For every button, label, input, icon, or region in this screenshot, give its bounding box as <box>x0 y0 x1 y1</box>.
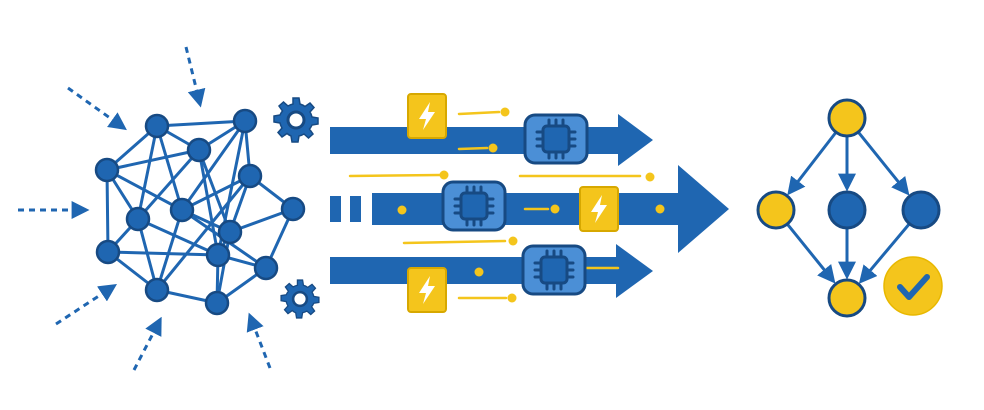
data-streams <box>330 93 729 313</box>
incoming-arrow <box>55 284 118 326</box>
mesh-edge <box>105 148 201 172</box>
mesh-edge <box>136 217 220 257</box>
mesh-node <box>217 219 243 245</box>
flow-edge <box>786 223 836 284</box>
mesh-edge <box>197 148 220 257</box>
cpu-chip-icon <box>441 180 507 232</box>
mesh-node <box>237 163 263 189</box>
mesh-edge <box>105 168 110 254</box>
incoming-arrow <box>246 312 272 369</box>
stream-arrow-middle <box>330 165 729 253</box>
incoming-arrow <box>184 46 206 108</box>
mesh-edge <box>136 148 201 221</box>
neural-network-mesh <box>94 108 306 316</box>
gear-icon <box>272 96 320 144</box>
mesh-edge <box>105 168 184 212</box>
flow-edge <box>857 131 910 196</box>
cpu-chip-icon <box>521 244 587 296</box>
lightning-bolt-icon <box>407 267 447 313</box>
mesh-node <box>125 206 151 232</box>
cpu-chip-icon <box>523 113 589 165</box>
lightning-bolt-icon <box>579 186 619 232</box>
flow-node-top <box>827 98 867 138</box>
mesh-edge <box>197 148 232 234</box>
mesh-edge <box>155 208 184 292</box>
stream-arrow-bottom <box>330 244 653 298</box>
incoming-dashed-arrows <box>18 46 272 371</box>
mesh-node <box>205 242 231 268</box>
mesh-edge <box>155 124 184 212</box>
mesh-edge <box>155 119 247 128</box>
mesh-node <box>94 157 120 183</box>
dash-segment <box>350 196 361 222</box>
mesh-node <box>253 255 279 281</box>
mesh-edge <box>180 119 247 212</box>
flow-node-bottom <box>827 278 867 318</box>
mesh-node <box>232 108 258 134</box>
mesh-node <box>186 137 212 163</box>
mesh-edge <box>155 174 252 292</box>
flow-edge <box>858 222 911 284</box>
dash-segment <box>330 196 341 222</box>
mesh-node <box>144 113 170 139</box>
gear-icon <box>279 278 321 320</box>
flow-graph <box>756 98 941 318</box>
flow-node-left <box>756 190 796 230</box>
flow-edge <box>787 131 838 196</box>
mesh-node <box>169 197 195 223</box>
flow-node-center <box>827 190 867 230</box>
mesh-edge <box>180 174 252 212</box>
flow-node-right <box>901 190 941 230</box>
mesh-node <box>144 277 170 303</box>
stream-arrow-top <box>330 114 653 166</box>
mesh-edge <box>106 250 220 257</box>
mesh-node <box>280 196 306 222</box>
mesh-node <box>204 290 230 316</box>
checkmark-icon <box>883 256 943 316</box>
mesh-node <box>95 239 121 265</box>
mesh-edge <box>136 124 159 221</box>
lightning-bolt-icon <box>407 93 447 139</box>
incoming-arrow <box>67 86 127 131</box>
incoming-arrow <box>132 316 162 371</box>
